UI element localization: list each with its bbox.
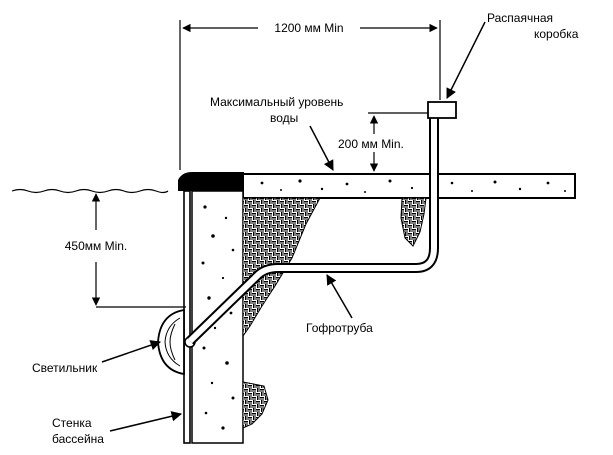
height-dimension bbox=[368, 112, 428, 172]
max-water-level-label: Максимальный уровень bbox=[210, 95, 343, 109]
conduit-leader bbox=[326, 274, 353, 319]
width-dimension bbox=[179, 20, 441, 170]
soil-backfill-right bbox=[400, 197, 427, 247]
junction-box-label: Распаячная bbox=[487, 11, 553, 25]
pool-wall-label: Стенка bbox=[52, 416, 92, 430]
width-dimension-label: 1200 мм Min bbox=[274, 21, 343, 35]
max-water-level-label-line2: воды bbox=[270, 111, 298, 125]
conduit-label: Гофротруба bbox=[306, 321, 373, 335]
depth-dimension bbox=[91, 193, 186, 308]
pool-wall-leader bbox=[109, 411, 183, 432]
soil-backfill-lower bbox=[242, 381, 269, 429]
light-leader bbox=[101, 340, 161, 363]
concrete-deck bbox=[242, 173, 576, 199]
junction-box bbox=[427, 101, 457, 119]
pool-wall-label-line2: бассейна bbox=[52, 432, 104, 446]
junction-box-leader bbox=[446, 21, 486, 99]
max-water-level-leader bbox=[309, 125, 334, 171]
water-surface-line bbox=[11, 188, 169, 194]
depth-dimension-label: 450мм Min. bbox=[65, 239, 128, 253]
light-label: Светильник bbox=[32, 361, 98, 375]
coping-stone bbox=[178, 172, 244, 191]
junction-box-label-line2: коробка bbox=[534, 27, 579, 41]
height-dimension-label: 200 мм Min. bbox=[338, 137, 404, 151]
